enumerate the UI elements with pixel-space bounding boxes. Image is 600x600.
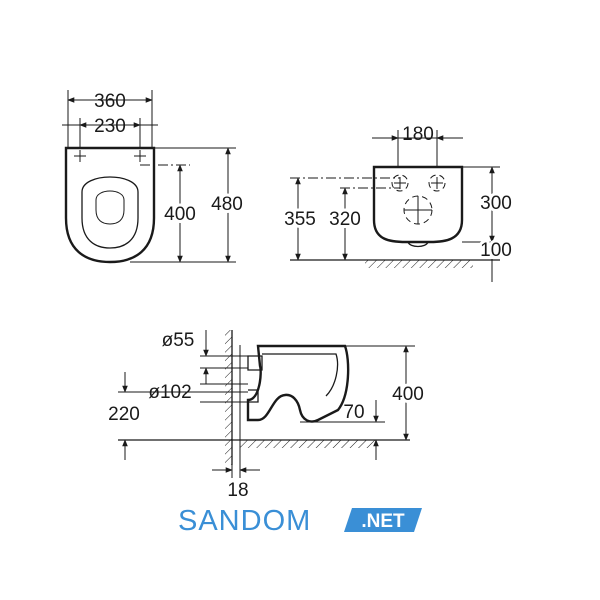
floor-hatch: [365, 260, 473, 268]
dim-inlet-height: 355: [284, 209, 316, 230]
brand-name: SANDOM: [178, 505, 311, 537]
dim-depth-total: 480: [211, 194, 243, 215]
brand-badge: [344, 508, 422, 532]
top-view: 360 230 400 480: [62, 90, 246, 264]
dim-side-total-height: 400: [392, 384, 424, 405]
dim-inlet-diameter: ø55: [162, 330, 195, 351]
brand-logo: SANDOM .NET: [178, 505, 422, 537]
seat-opening: [81, 176, 139, 249]
rim-opening: [95, 190, 125, 225]
dim-hole-spacing: 180: [402, 124, 434, 145]
bowl-front-foot: [407, 241, 429, 248]
brand-suffix: .NET: [361, 511, 405, 532]
dim-depth-holes: 400: [164, 204, 196, 225]
dim-bottom-height: 100: [480, 240, 512, 261]
dim-wall-thickness: 18: [227, 480, 248, 501]
bowl-top-outline: [64, 146, 156, 264]
mounting-hole-left: [74, 150, 86, 162]
inlet-connector: [247, 355, 263, 371]
dim-floor-clearance: 70: [343, 402, 364, 423]
dim-width-outer: 360: [94, 91, 126, 112]
dim-bowl-height: 300: [480, 193, 512, 214]
mounting-hole-right: [134, 150, 146, 162]
bowl-side-outline: [246, 344, 350, 423]
side-view: ø55 ø102 220 70 400 18: [108, 330, 427, 501]
outlet-connector: [248, 389, 259, 403]
dim-outlet-center-height: 320: [329, 209, 361, 230]
inlet-hole-right: [428, 174, 446, 192]
dim-outlet-height: 220: [108, 404, 140, 425]
dim-width-holes: 230: [94, 116, 126, 137]
inlet-hole-left: [391, 174, 409, 192]
wall-hatch: [225, 330, 232, 465]
front-view: 180 355 320 300 100: [281, 124, 515, 282]
side-floor-hatch: [240, 440, 375, 448]
